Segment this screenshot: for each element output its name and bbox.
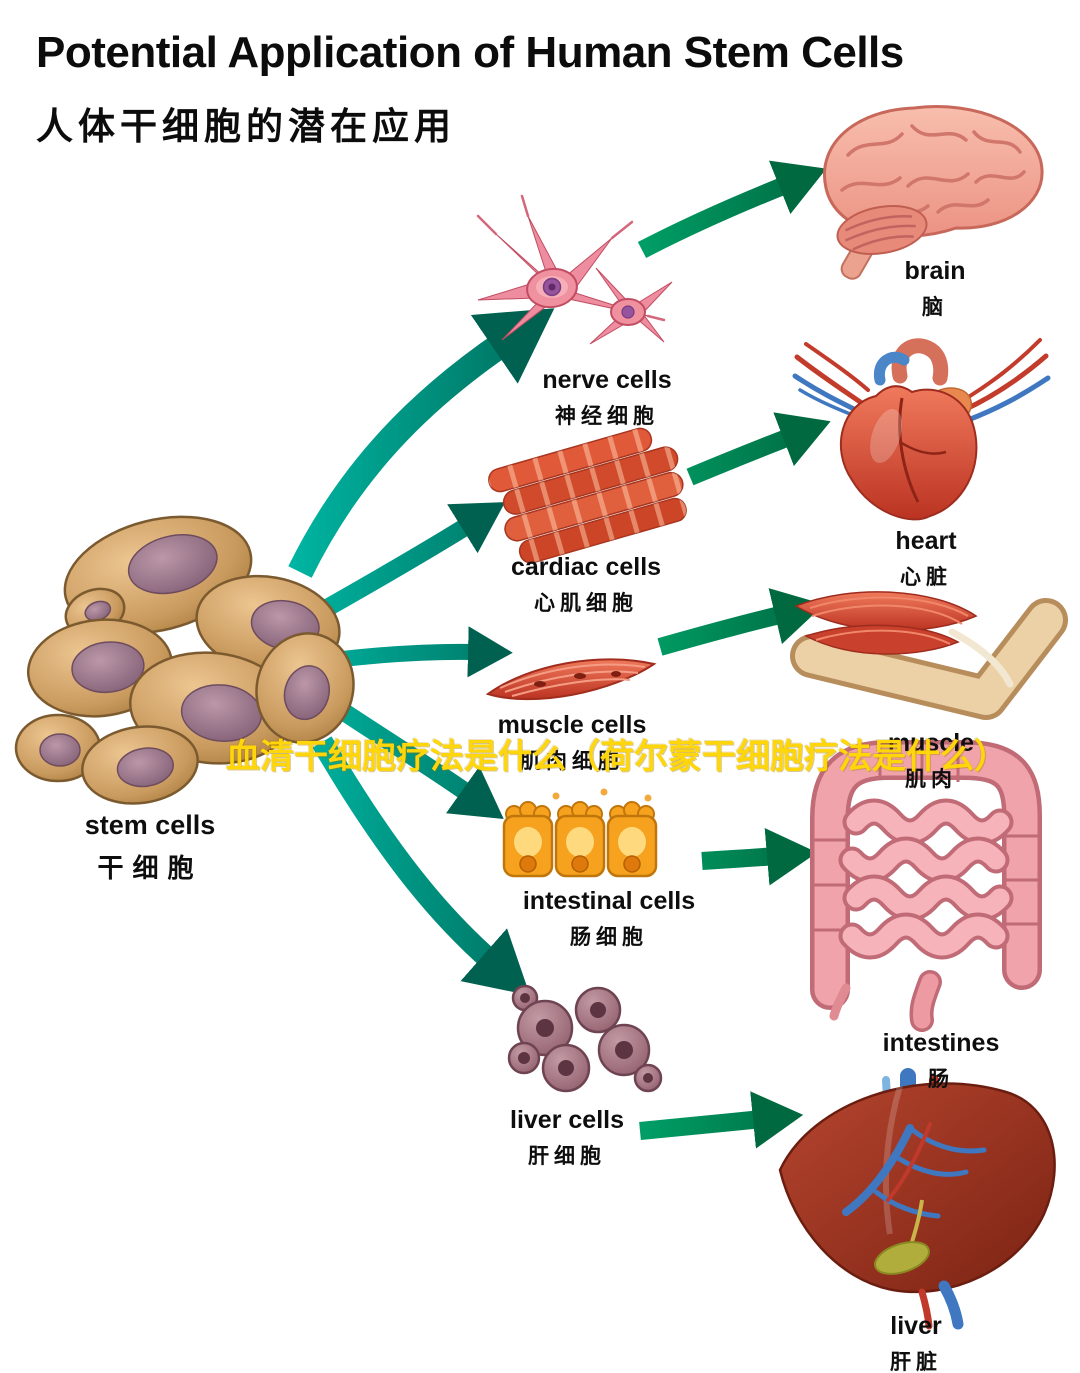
label-muscle-cells: muscle cells 肌肉细胞 <box>498 711 647 775</box>
liver-label-en: liver <box>890 1312 942 1340</box>
muscle-label-zh: 肌肉 <box>904 768 957 791</box>
arrow-livercells-to-liver <box>639 1091 804 1149</box>
arrow-stem-to-intestinal-cells <box>327 696 504 819</box>
liver-cells-illustration <box>507 984 663 1093</box>
label-brain: brain 脑 <box>904 257 965 321</box>
liver-label-zh: 肝脏 <box>890 1351 942 1373</box>
arrow-nerve-to-brain <box>637 160 827 258</box>
intestinal-cells-illustration <box>502 788 658 878</box>
stem-cells-label-zh: 干细胞 <box>97 853 203 883</box>
intestines-label-zh: 肠 <box>927 1068 954 1091</box>
nerve-cells-illustration <box>476 194 673 345</box>
arrow-stem-to-nerve-cells <box>288 308 555 578</box>
arrow-stem-to-muscle-cells <box>333 626 513 678</box>
nerve-cells-label-zh: 神经细胞 <box>554 405 659 428</box>
heart-label-en: heart <box>895 527 957 555</box>
label-liver-cells: liver cells 肝细胞 <box>510 1106 624 1170</box>
intestinal-cells-label-zh: 肠细胞 <box>569 926 648 949</box>
brain-illustration <box>823 105 1044 280</box>
intestines-label-en: intestines <box>882 1029 1000 1057</box>
stem-cells-illustration <box>14 515 355 805</box>
liver-bottom-vessels <box>918 1280 964 1330</box>
label-muscle: muscle 肌肉 <box>888 729 974 793</box>
liver-cells-label-zh: 肝细胞 <box>527 1145 606 1168</box>
label-cardiac-cells: cardiac cells 心肌细胞 <box>511 553 661 617</box>
label-intestinal-cells: intestinal cells 肠细胞 <box>523 887 695 951</box>
label-heart: heart 心脏 <box>895 527 956 591</box>
page-title: Potential Application of Human Stem Cell… <box>36 28 904 77</box>
arrow-cardiac-to-heart <box>686 412 831 486</box>
arrow-musclecells-to-muscle <box>657 588 825 656</box>
muscle-label-en: muscle <box>887 729 975 757</box>
heart-illustration <box>792 338 1051 521</box>
page-subtitle-zh: 人体干细胞的潜在应用 <box>36 106 456 147</box>
heart-label-zh: 心脏 <box>899 566 952 589</box>
arrow-intestinalcells-to-intestines <box>701 828 818 886</box>
muscle-cells-label-zh: 肌肉细胞 <box>520 750 624 773</box>
arrow-stem-to-cardiac-cells <box>315 502 506 620</box>
cardiac-cells-illustration <box>488 427 687 564</box>
brain-label-zh: 脑 <box>922 296 948 319</box>
label-nerve-cells: nerve cells 神经细胞 <box>542 366 671 430</box>
brain-label-en: brain <box>904 257 966 285</box>
cerebellum <box>836 205 928 255</box>
label-stem-cells: stem cells 干细胞 <box>85 810 216 885</box>
portal-veins <box>842 1122 987 1219</box>
stem-cells-label-en: stem cells <box>84 810 216 840</box>
arrow-stem-to-liver-cells <box>312 736 530 996</box>
pulmonary-artery <box>873 351 910 386</box>
intestines-illustration <box>810 740 1042 1032</box>
muscle-cells-label-en: muscle cells <box>497 711 647 739</box>
liver-illustration <box>778 1068 1056 1330</box>
muscle-illustration <box>790 591 1068 720</box>
label-liver: liver 肝脏 <box>890 1312 942 1373</box>
watermark-text: 血清干细胞疗法是什么（荷尔蒙干细胞疗法是什么） <box>226 738 1008 776</box>
nerve-cells-label-en: nerve cells <box>542 366 672 394</box>
cardiac-cells-label-zh: 心肌细胞 <box>534 592 638 615</box>
intestinal-cells-label-en: intestinal cells <box>522 887 696 915</box>
appendix <box>829 983 851 1021</box>
haustra-lines <box>812 742 1040 932</box>
gallbladder <box>874 1241 930 1275</box>
cardiac-cells-label-en: cardiac cells <box>510 553 662 581</box>
liver-cells-label-en: liver cells <box>510 1106 624 1134</box>
muscle-cells-illustration <box>485 658 657 701</box>
arrows-cells-to-organs <box>637 160 831 1149</box>
label-intestines: intestines 肠 <box>883 1029 1000 1093</box>
arrows-stem-to-cells <box>288 308 555 996</box>
small-intestine-coils <box>838 798 1014 960</box>
